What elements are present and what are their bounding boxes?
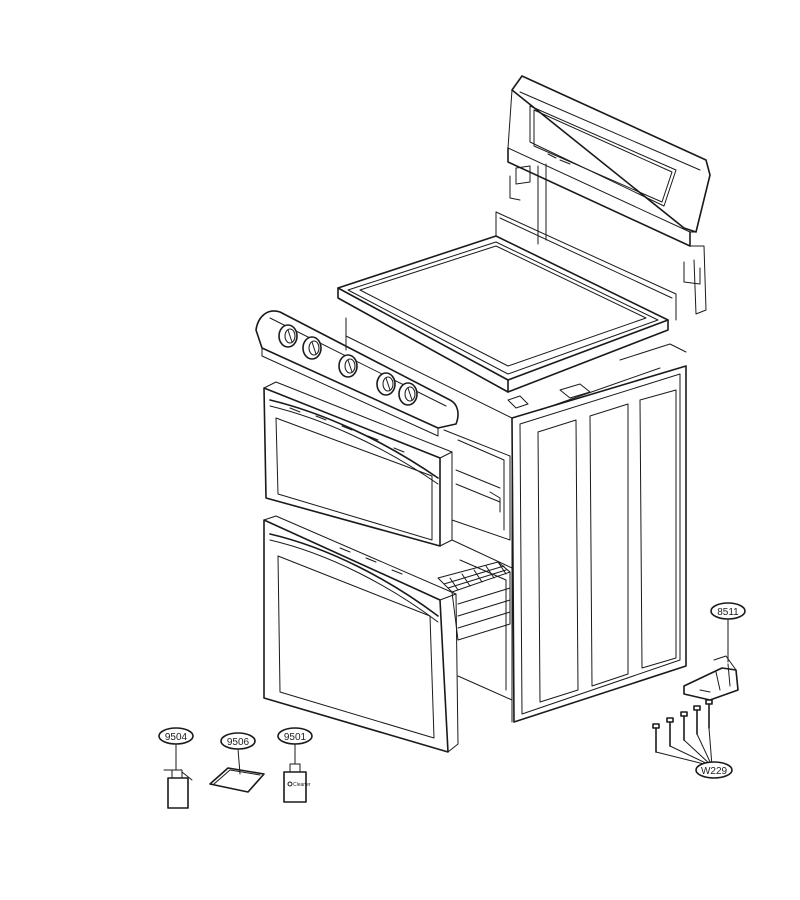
- oven-rack: [437, 561, 511, 641]
- knob-2: [302, 336, 322, 360]
- lower-oven-door: [263, 515, 459, 753]
- spray-bottle-icon: [163, 759, 193, 809]
- screw-icon: [705, 699, 713, 729]
- callout-w229-text: W229: [701, 766, 728, 777]
- knob-5: [398, 382, 418, 406]
- knob-4: [376, 372, 396, 396]
- screws-group: [652, 699, 713, 767]
- range-cabinet: [345, 317, 687, 723]
- cleaner-bottle-label: Cleaner: [293, 782, 311, 788]
- cooktop-glass: [337, 211, 677, 393]
- screw-icon: [652, 723, 660, 753]
- cleaner-bottle-icon: Cleaner: [283, 763, 311, 803]
- callout-8511: 8511: [710, 602, 746, 663]
- screw-icon: [693, 705, 701, 735]
- callout-9506-text: 9506: [227, 737, 250, 748]
- callout-9506: 9506: [220, 732, 256, 775]
- callout-8511-text: 8511: [717, 607, 739, 618]
- callout-9504: 9504: [158, 727, 194, 761]
- screw-icon: [666, 717, 674, 747]
- scrubbing-pad-icon: [209, 767, 265, 793]
- upper-oven-door: [263, 381, 453, 547]
- knob-1: [278, 324, 298, 348]
- callout-9501: 9501: [277, 727, 313, 765]
- knob-control-panel: [255, 310, 459, 437]
- callout-w229: W229: [695, 761, 733, 779]
- screw-icon: [680, 711, 688, 741]
- anti-tip-bracket: [683, 655, 739, 701]
- callout-9501-text: 9501: [284, 732, 307, 743]
- knob-3: [338, 354, 358, 378]
- callout-9504-text: 9504: [165, 732, 188, 743]
- backguard-panel: [507, 75, 711, 315]
